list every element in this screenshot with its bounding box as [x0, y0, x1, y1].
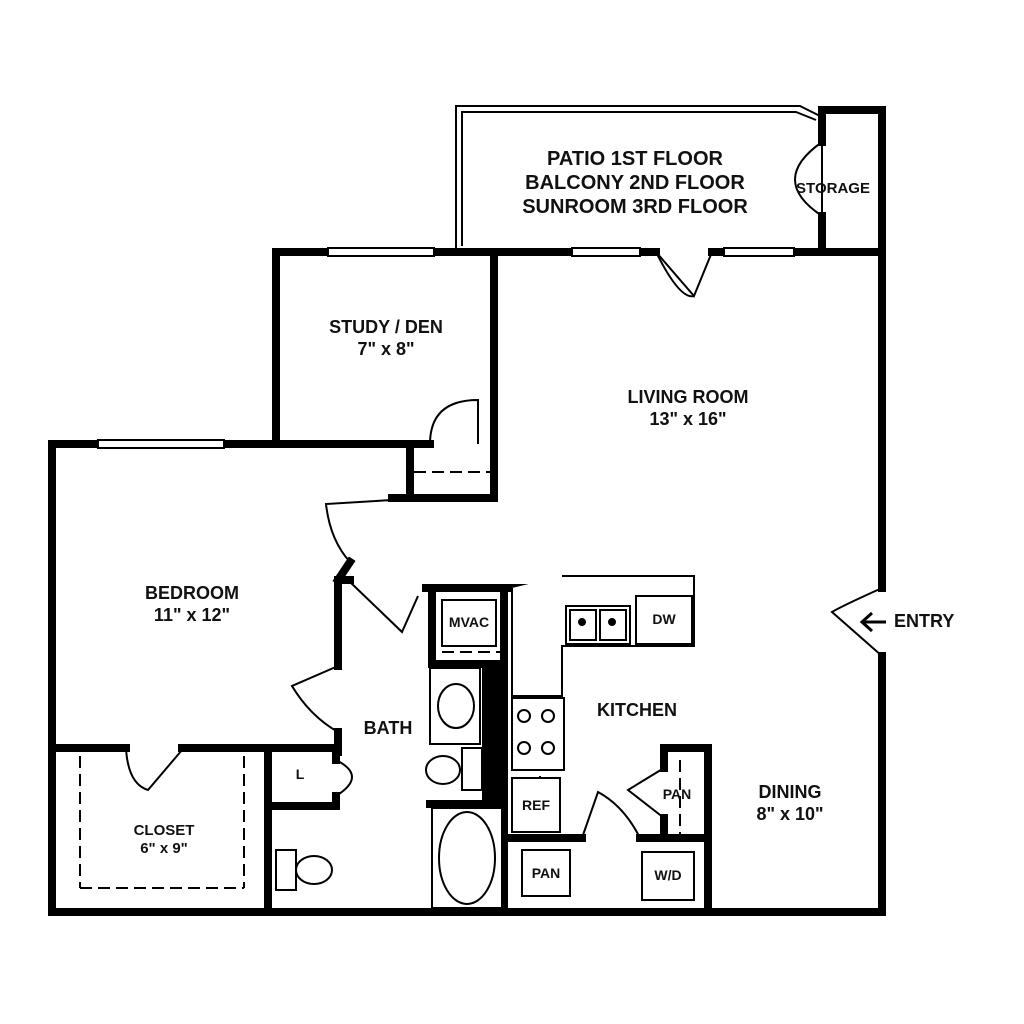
walls	[48, 106, 886, 916]
mvac-label: MVAC	[448, 614, 490, 630]
living-label: LIVING ROOM 13" x 16"	[598, 387, 778, 430]
storage-label: STORAGE	[796, 180, 870, 197]
bedroom-name: BEDROOM	[145, 583, 239, 603]
dining-size: 8" x 10"	[756, 803, 824, 824]
entry-label: ENTRY	[894, 611, 955, 631]
living-name: LIVING ROOM	[627, 387, 749, 407]
plumbing-wall	[482, 664, 504, 804]
dining-name: DINING	[758, 782, 822, 802]
patio-outline	[455, 105, 821, 252]
closet-name: CLOSET	[133, 822, 195, 839]
study-name: STUDY / DEN	[329, 317, 443, 337]
fixtures	[275, 575, 695, 909]
bedroom-label: BEDROOM 11" x 12"	[112, 583, 272, 626]
bedroom-size: 11" x 12"	[153, 604, 231, 625]
patio-label: PATIO 1ST FLOOR BALCONY 2ND FLOOR SUNROO…	[490, 147, 780, 219]
bath-label: BATH	[363, 718, 413, 738]
wd-label: W/D	[654, 867, 682, 883]
dw-label: DW	[652, 611, 676, 627]
kitchen-label: KITCHEN	[597, 700, 677, 720]
patio-line-3: SUNROOM 3RD FLOOR	[522, 196, 748, 218]
linen-label: L	[295, 766, 305, 782]
patio-line-1: PATIO 1ST FLOOR	[547, 148, 723, 170]
dining-label: DINING 8" x 10"	[730, 782, 850, 825]
entry-arrow	[859, 611, 886, 633]
study-size: 7" x 8"	[357, 338, 415, 359]
study-label: STUDY / DEN 7" x 8"	[296, 317, 476, 360]
pan-kitchen-label: PAN	[531, 865, 561, 881]
door-swings	[125, 141, 883, 839]
living-size: 13" x 16"	[649, 408, 727, 429]
closet-size: 6" x 9"	[140, 840, 188, 857]
patio-line-2: BALCONY 2ND FLOOR	[525, 172, 745, 194]
pan-pantry-label: PAN	[662, 786, 692, 802]
windows	[97, 247, 795, 449]
closet-label: CLOSET 6" x 9"	[112, 822, 216, 858]
ref-label: REF	[522, 797, 550, 813]
